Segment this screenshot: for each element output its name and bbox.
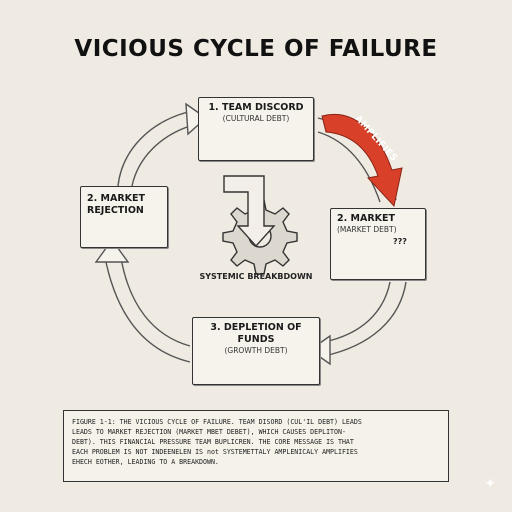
amplifies-arrow [321, 114, 403, 208]
node-team-discord: 1. TEAM DISCORD (CULTURAL DEBT) [198, 97, 314, 161]
node-market-title: 2. MARKET [337, 213, 395, 224]
caption-line: LEADS TO MARKET REJECTION (MARKET MBET D… [72, 428, 346, 436]
arrow-funds-to-rejection [103, 251, 191, 363]
caption-line: EHECH EOTHER, LEADING TO A BREAKDOWN. [72, 458, 219, 466]
sparkle-icon: ✦ [484, 476, 496, 492]
node-depletion-subtitle: (GROWTH DEBT) [224, 346, 288, 355]
center-label: SYSTEMIC BREAKBDOWN [199, 272, 313, 281]
caption-line: DEBT). THIS FINANCIAL PRESSURE TEAM BUPL… [72, 438, 354, 446]
page-title: VICIOUS CYCLE OF FAILURE [74, 36, 438, 62]
arrow-rejection-to-discord [117, 111, 189, 187]
node-team-discord-subtitle: (CULTURAL DEBT) [222, 114, 290, 123]
arrow-market-to-funds [323, 281, 407, 357]
node-market-subtitle: (MARKET DEBT) [337, 225, 397, 234]
caption-line: EACH PROBLEM IS NOT INDEENELEN IS not SY… [72, 448, 358, 456]
cycle-arrows [94, 102, 407, 366]
caption-line: FIGURE 1-1: THE VICIOUS CYCLE OF FAILURE… [72, 418, 362, 426]
node-market: 2. MARKET (MARKET DEBT) ??? [330, 208, 426, 280]
node-market-rejection-title-line2: REJECTION [87, 205, 144, 216]
node-market-rejection-title-line1: 2. MARKET [87, 193, 145, 204]
figure-caption: FIGURE 1-1: THE VICIOUS CYCLE OF FAILURE… [63, 410, 449, 482]
node-market-rejection: 2. MARKET REJECTION [80, 186, 168, 248]
node-depletion-title: 3. DEPLETION OF FUNDS [210, 322, 302, 345]
node-team-discord-title: 1. TEAM DISCORD [208, 102, 304, 113]
down-arrow-icon [223, 175, 276, 248]
node-depletion-of-funds: 3. DEPLETION OF FUNDS (GROWTH DEBT) [192, 317, 320, 385]
question-marks: ??? [393, 237, 407, 246]
